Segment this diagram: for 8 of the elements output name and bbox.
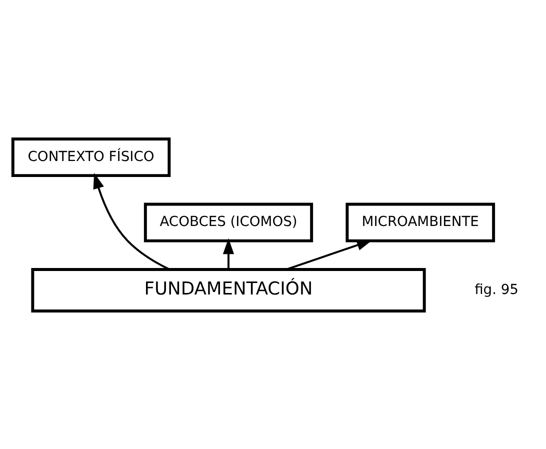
node-box: MICROAMBIENTE — [346, 202, 496, 242]
arrow — [286, 239, 373, 270]
label: fig. 95 — [474, 281, 518, 298]
node-box: CONTEXTO FÍSICO — [11, 136, 171, 177]
node-box: ACOBCES (ICOMOS) — [144, 202, 314, 242]
arrow — [93, 172, 170, 270]
arrow — [222, 238, 234, 269]
node-box: FUNDAMENTACIÓN — [31, 268, 426, 312]
